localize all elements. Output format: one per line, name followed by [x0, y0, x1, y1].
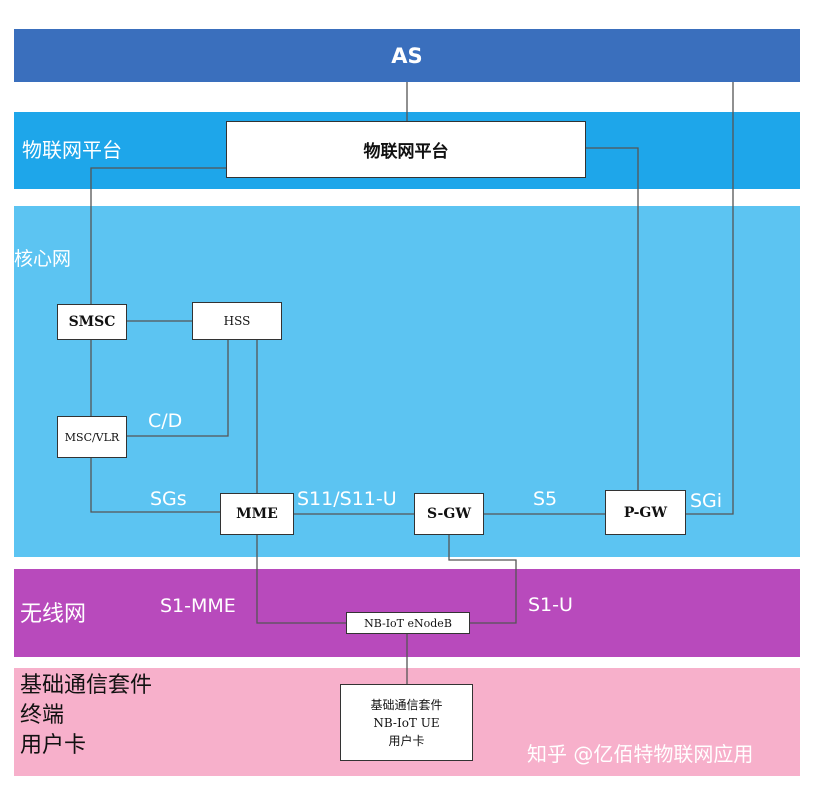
smsc-node: SMSC: [57, 304, 127, 340]
as-band: [14, 29, 800, 82]
interface-s5-label: S5: [533, 488, 558, 510]
ue-node: 基础通信套件 NB-IoT UE 用户卡: [340, 684, 473, 761]
enodeb-node: NB-IoT eNodeB: [346, 612, 470, 634]
pgw-node: P-GW: [605, 490, 686, 535]
interface-sgi-label: SGi: [690, 490, 723, 512]
interface-s1-mme-label: S1-MME: [160, 595, 236, 617]
msc-vlr-node: MSC/VLR: [57, 416, 127, 458]
terminal-label-line-1: 基础通信套件: [20, 673, 153, 698]
platform-band-label: 物联网平台: [22, 138, 122, 162]
interface-s11-label: S11/S11-U: [297, 488, 397, 510]
interface-cd-label: C/D: [148, 410, 183, 432]
wireless-network-label: 无线网: [20, 602, 87, 627]
mme-node: MME: [220, 493, 294, 535]
terminal-label: 基础通信套件 终端 用户卡: [20, 671, 152, 761]
interface-s1-u-label: S1-U: [528, 594, 573, 616]
sgw-node: S-GW: [414, 493, 484, 535]
core-network-label: 核心网: [14, 248, 72, 270]
as-label: AS: [391, 43, 423, 68]
terminal-label-line-3: 用户卡: [20, 733, 87, 758]
hss-node: HSS: [192, 302, 282, 340]
watermark-text: 知乎 @亿佰特物联网应用: [527, 742, 754, 766]
iot-platform-node: 物联网平台: [226, 121, 586, 178]
interface-sgs-label: SGs: [150, 488, 187, 510]
terminal-label-line-2: 终端: [20, 703, 65, 728]
